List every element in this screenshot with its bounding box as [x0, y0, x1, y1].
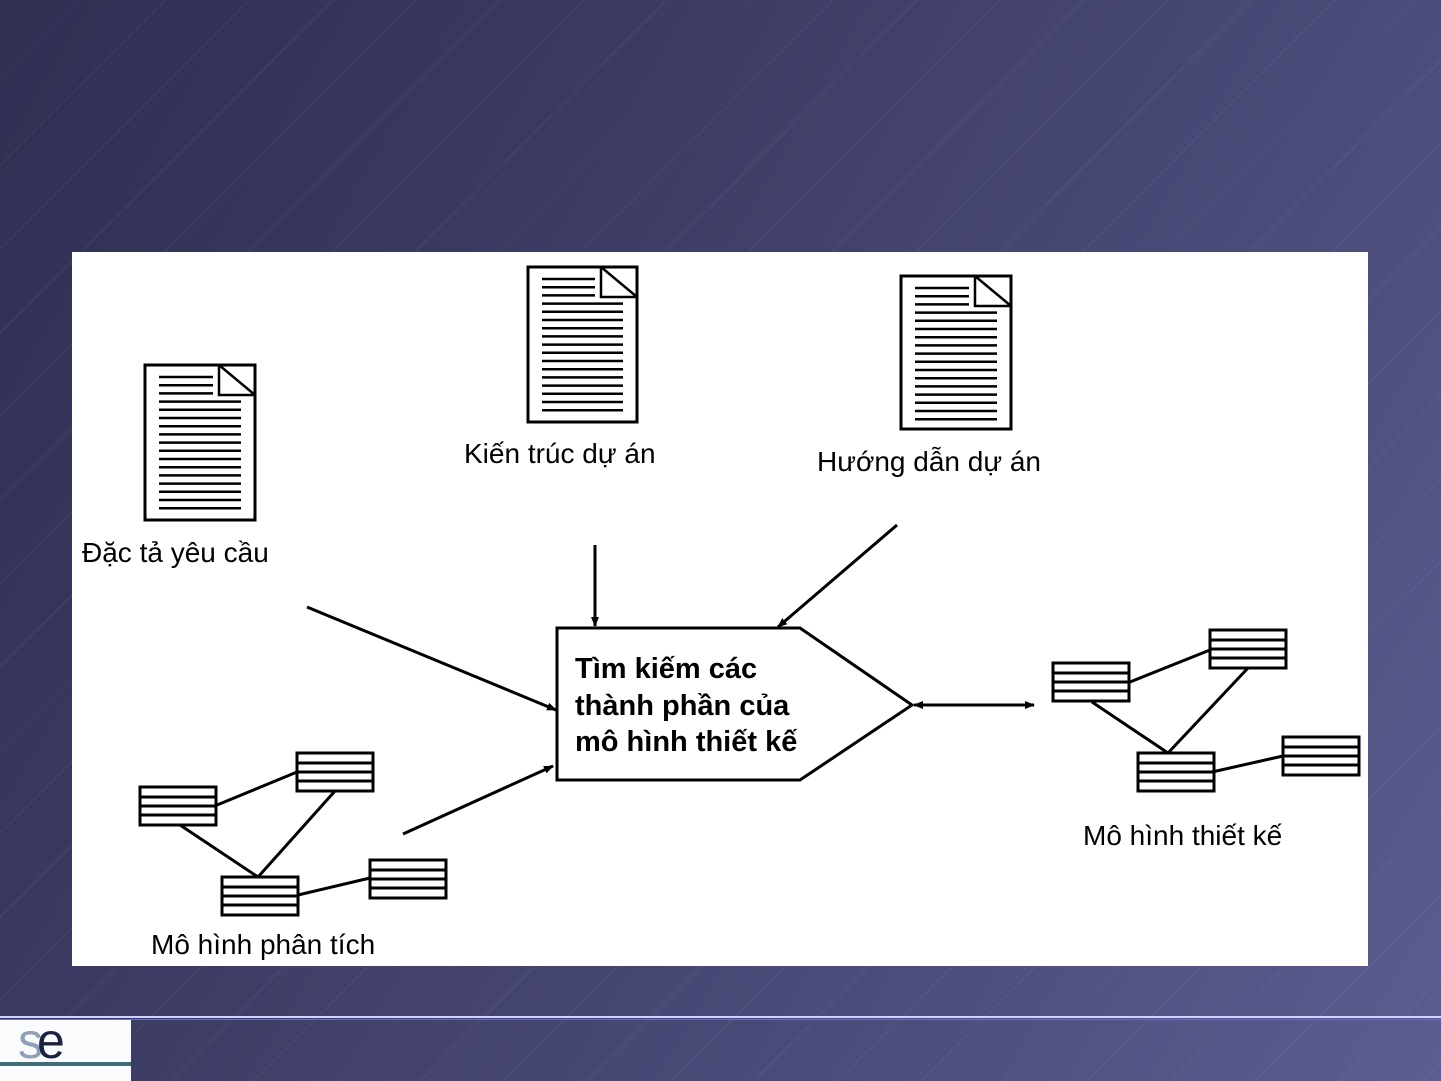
arrow-guidelines — [777, 523, 898, 629]
se-logo: se — [0, 1013, 131, 1081]
class-table-icon — [1281, 735, 1361, 777]
class-table-icon — [220, 875, 300, 917]
label-design-model: Mô hình thiết kế — [1083, 820, 1283, 851]
process-line-1: Tìm kiếm các — [575, 653, 757, 685]
process-line-3: mô hình thiết kế — [575, 726, 798, 758]
logo-bar — [0, 1062, 131, 1066]
arrow-requirements — [306, 605, 557, 712]
diagram-panel — [72, 252, 1368, 966]
label-guidelines: Hướng dẫn dự án — [817, 446, 1041, 477]
class-table-icon — [295, 751, 375, 793]
label-analysis-model: Mô hình phân tích — [151, 929, 375, 960]
class-table-icon — [138, 785, 218, 827]
process-box — [555, 626, 915, 782]
class-table-icon — [1136, 751, 1216, 793]
label-requirements: Đặc tả yêu cầu — [82, 537, 269, 568]
class-table-icon — [1051, 661, 1131, 703]
footer-divider-2 — [0, 1019, 1441, 1020]
document-icon — [526, 265, 639, 424]
document-icon — [899, 274, 1013, 431]
class-table-icon — [1208, 628, 1288, 670]
label-architecture: Kiến trúc dự án — [464, 438, 656, 469]
arrow-analysis-model — [402, 764, 554, 836]
process-line-2: thành phần của — [575, 690, 790, 722]
class-table-icon — [368, 858, 448, 900]
footer-divider — [0, 1016, 1441, 1018]
document-icon — [143, 363, 257, 522]
